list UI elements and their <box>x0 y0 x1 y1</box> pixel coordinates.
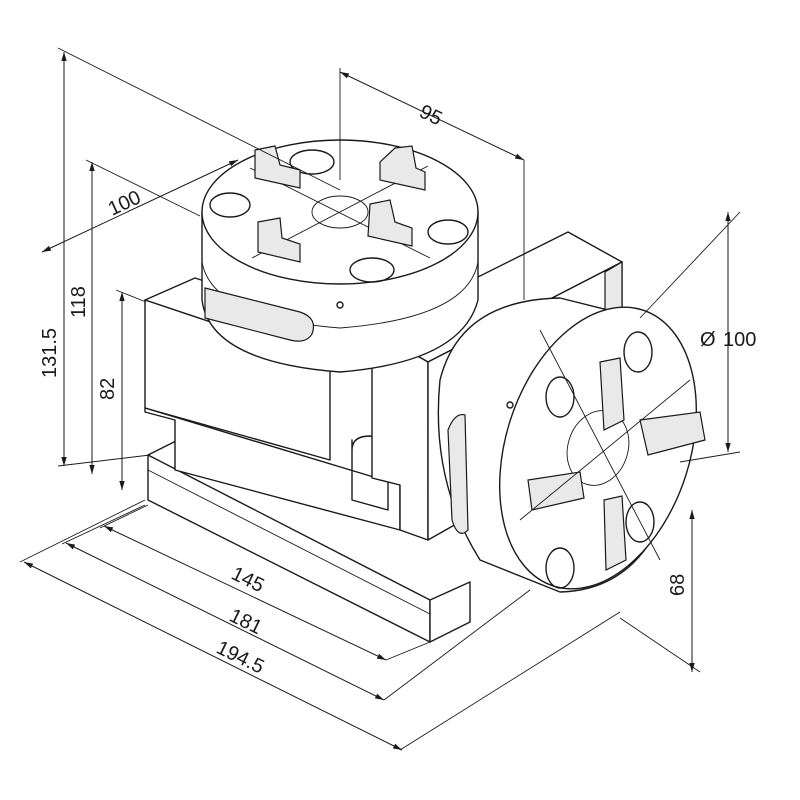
dim-front-chuck-diameter: 100 <box>723 329 756 351</box>
top-chuck <box>201 139 479 373</box>
dim-chuck-face-height: 118 <box>68 286 90 318</box>
dim-base-length: 145 <box>228 563 268 597</box>
dim-body-length: 181 <box>226 605 266 639</box>
dim-body-height: 82 <box>97 378 119 400</box>
dim-top-offset: 95 <box>416 101 446 131</box>
dimension-lines <box>19 47 741 751</box>
dim-overall-height: 131.5 <box>39 328 61 378</box>
dim-center-height: 68 <box>667 574 689 596</box>
dim-front-chuck-symbol: Ø <box>700 329 716 351</box>
front-chuck <box>437 297 706 593</box>
dim-overall-length: 194.5 <box>213 637 268 679</box>
dim-top-chuck-diameter: 100 <box>105 186 145 220</box>
